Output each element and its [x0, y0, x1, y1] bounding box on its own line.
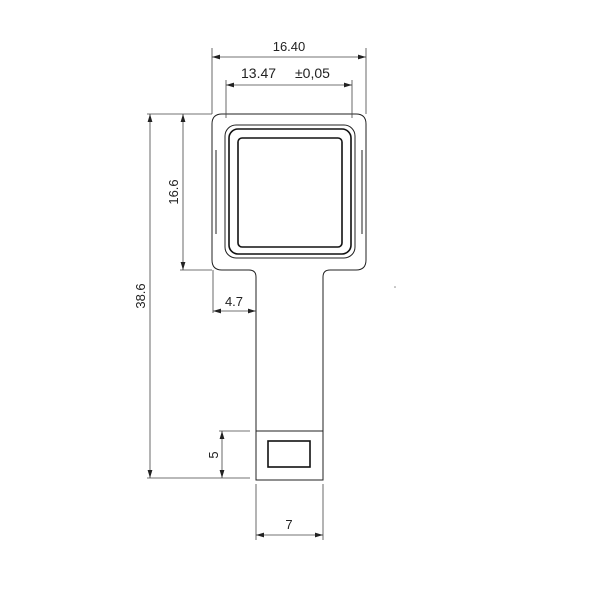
dimension-label: 16.40 [273, 39, 306, 54]
dimension-label: 7 [285, 517, 292, 532]
dimension-label: 4.7 [225, 294, 243, 309]
dimension-overall-length: 38.6 [133, 114, 250, 479]
dimension-stem-width: 7 [255, 484, 324, 540]
key-part-outline [211, 113, 396, 481]
dimension-label: 16.6 [166, 179, 181, 204]
dimension-overall-width: 16.40 [211, 39, 367, 114]
dimension-inner-width: 13.47 ±0,05 [225, 65, 353, 118]
dimension-label: 13.47 [241, 65, 276, 81]
tolerance-label: ±0,05 [295, 65, 330, 81]
dimension-head-height: 16.6 [147, 113, 212, 271]
dimension-tip-length: 5 [206, 430, 250, 478]
key-slot [267, 440, 311, 468]
dimension-shoulder-offset: 4.7 [212, 270, 256, 314]
dimension-label: 5 [206, 451, 221, 458]
dimension-label: 38.6 [133, 283, 148, 308]
